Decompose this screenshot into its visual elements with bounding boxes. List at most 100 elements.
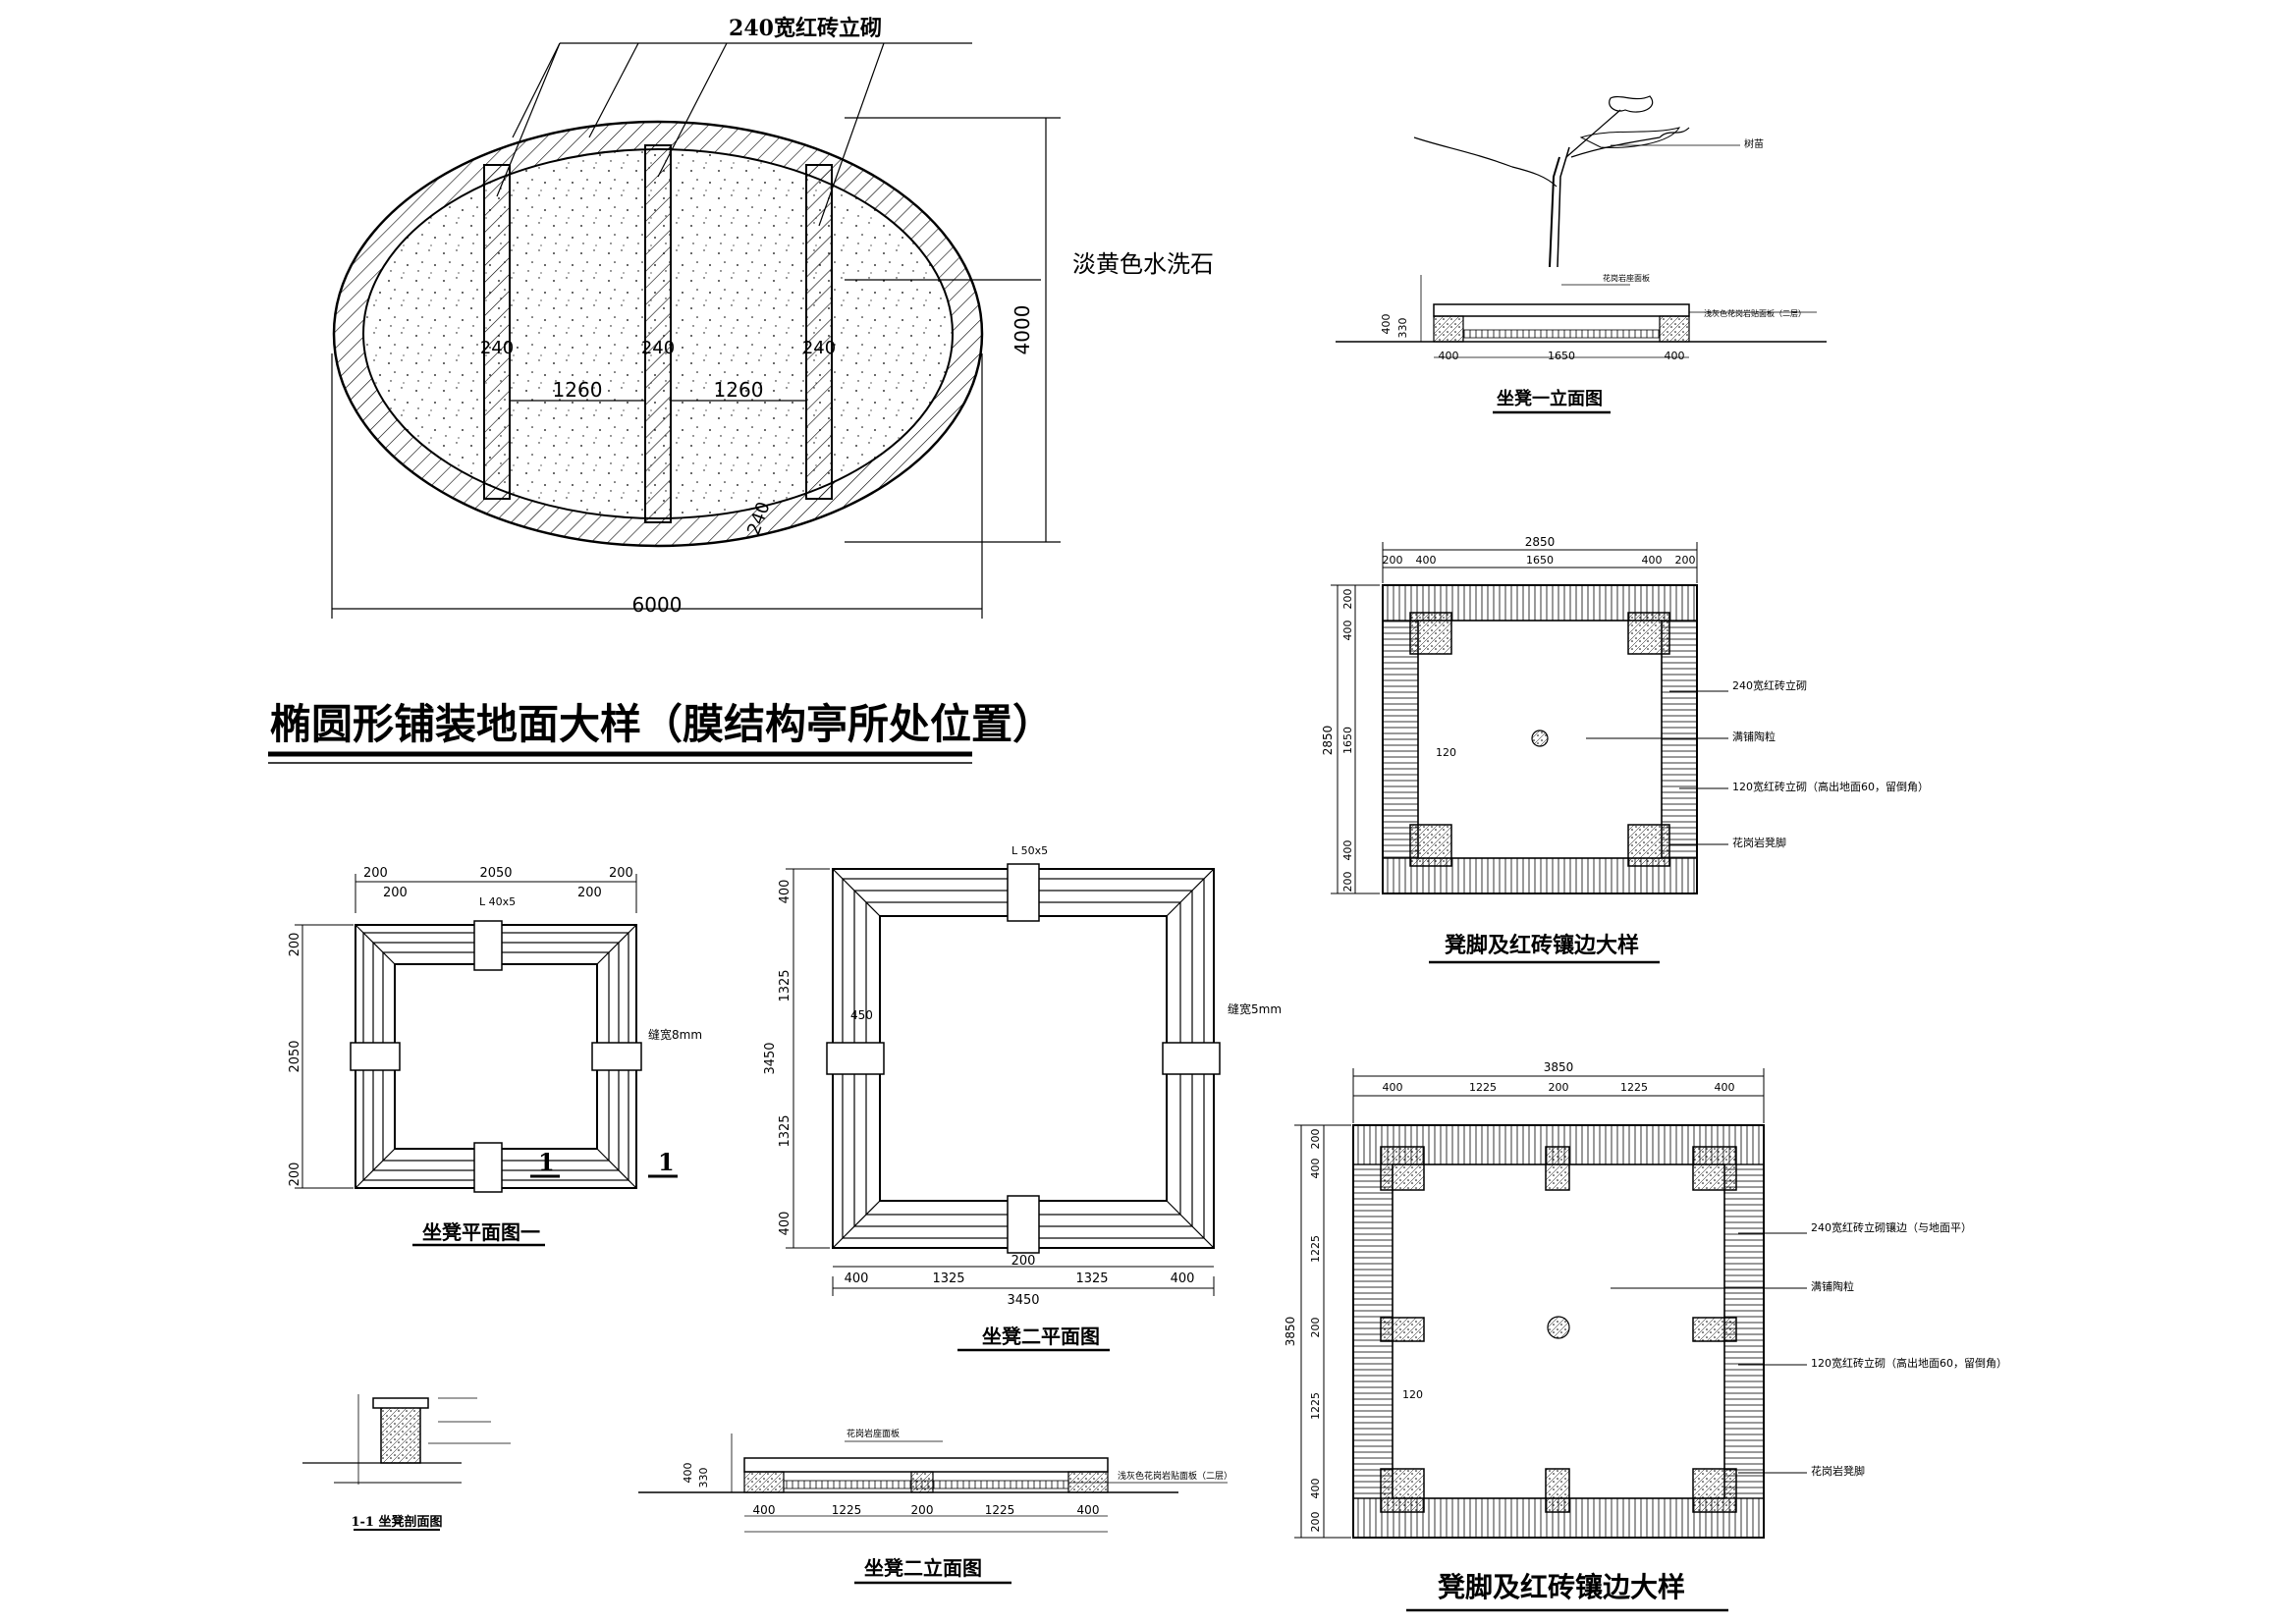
bd2-label-brick120: 120宽红砖立砌（高出地面60，留倒角） <box>1811 1356 2007 1370</box>
dim-width-6000: 6000 <box>632 593 683 617</box>
bench1-label-angle: L 40x5 <box>479 895 516 908</box>
bd2-dim-1225-l: 1225 <box>1469 1081 1497 1094</box>
brick-strip-left <box>483 164 511 500</box>
dim-height-4000: 4000 <box>1011 305 1034 355</box>
dim-strip-right: 240 <box>802 338 836 358</box>
brick-strip-center <box>644 144 672 523</box>
dim-gap-right: 1260 <box>714 378 764 402</box>
bench2-dim-center: 200 <box>1011 1254 1036 1269</box>
bench2-elev-h2: 330 <box>697 1468 710 1488</box>
dim-gap-left: 1260 <box>553 378 603 402</box>
tree-icon <box>1413 95 1690 268</box>
bench1-elev-h1: 400 <box>1380 314 1393 335</box>
bench2-elev-label-side: 浅灰色花岗岩贴面板（二层） <box>1118 1470 1232 1482</box>
bench2-dim-left-top: 400 <box>778 880 793 904</box>
bench1-elev-title: 坐凳一立面图 <box>1497 388 1603 409</box>
bd1-dim-total: 2850 <box>1525 535 1556 549</box>
bench2-elev-mid-r: 1225 <box>985 1503 1015 1517</box>
bench2-plan: 3450 400 1325 200 1325 400 400 1325 3450… <box>763 844 1282 1352</box>
ellipse-plan-title: 椭圆形铺装地面大样（膜结构亭所处位置） <box>270 700 1054 748</box>
bench1-dim-right-side: 200 <box>609 866 633 881</box>
bench1-elev-label-tree: 树苗 <box>1744 137 1764 150</box>
bench2-elev-title: 坐凳二立面图 <box>864 1556 982 1580</box>
bd2-dim-120: 120 <box>1402 1388 1423 1401</box>
bd1-label-pebble: 满铺陶粒 <box>1732 730 1776 743</box>
bench2-dim-mid-r: 1325 <box>1075 1271 1108 1286</box>
bench2-dim-mid-l: 1325 <box>932 1271 964 1286</box>
section-1-1: 1-1 坐凳剖面图 <box>302 1394 511 1531</box>
bench2-elev-label-top: 花岗岩座面板 <box>847 1428 900 1439</box>
dim-strip-left: 240 <box>480 338 514 358</box>
bd2-dim-v-200-t: 200 <box>1309 1129 1322 1150</box>
tree-pit-dot-2 <box>1547 1316 1570 1339</box>
bd2-label-brick240: 240宽红砖立砌镶边（与地面平） <box>1811 1220 1972 1234</box>
bench1-dim-height: 2050 <box>288 1040 302 1072</box>
bench1-elev-h2: 330 <box>1396 318 1409 339</box>
bd2-label-granite: 花岗岩凳脚 <box>1811 1464 1865 1478</box>
dim-strip-center: 240 <box>641 338 675 358</box>
bench1-section-mark-l: 1 <box>538 1148 555 1176</box>
bench2-dim-total: 3450 <box>1007 1293 1039 1308</box>
bench2-dim-end-r: 400 <box>1171 1271 1195 1286</box>
bench1-dim-h-top: 200 <box>288 933 302 957</box>
bd2-dim-v-200-c: 200 <box>1309 1318 1322 1338</box>
section-title: 1-1 坐凳剖面图 <box>351 1514 442 1530</box>
bd1-dim-200-r: 200 <box>1675 554 1696 567</box>
bench2-elev-end-l: 400 <box>753 1503 776 1517</box>
bd1-dim-400-r: 400 <box>1642 554 1663 567</box>
bench1-dim-h-bot: 200 <box>288 1163 302 1187</box>
tree-pit-dot-1 <box>1531 730 1549 747</box>
brick-strip-right <box>805 164 833 500</box>
bench2-elev-center: 200 <box>911 1503 934 1517</box>
bd1-title: 凳脚及红砖镶边大样 <box>1445 933 1639 958</box>
bd2-dim-v-400-t: 400 <box>1309 1159 1322 1179</box>
bench1-label-gap: 缝宽8mm <box>648 1027 702 1042</box>
bd1-dim-mid: 1650 <box>1526 554 1554 567</box>
bench1-plan: 2050 200 200 200 200 2050 200 200 L 40x5… <box>288 866 702 1247</box>
bench1-dim-inner-r: 200 <box>577 886 602 900</box>
bd2-dim-400-r: 400 <box>1715 1081 1735 1094</box>
bench1-section-mark-r: 1 <box>658 1148 675 1176</box>
bench2-elev-end-r: 400 <box>1077 1503 1100 1517</box>
bench2-label-angle: L 50x5 <box>1011 844 1048 857</box>
bd1-label-brick120: 120宽红砖立砌（高出地面60，留倒角） <box>1732 780 1929 793</box>
bench2-dim-end-l: 400 <box>845 1271 869 1286</box>
bench2-dim-left-mid2: 1325 <box>778 1114 793 1147</box>
bd2-dim-v-200-b: 200 <box>1309 1512 1322 1533</box>
ellipse-paving-plan: 240宽红砖立砌 淡黄色水洗石 6000 4000 1260 1260 240 … <box>268 16 1214 764</box>
bd1-label-granite: 花岗岩凳脚 <box>1732 836 1786 849</box>
bd2-dim-1225-r: 1225 <box>1620 1081 1648 1094</box>
bench2-label-gap: 缝宽5mm <box>1228 1001 1282 1016</box>
bench1-elev-label-side: 浅灰色花岗岩贴面板（二层） <box>1704 308 1806 318</box>
bd2-dim-400-l: 400 <box>1383 1081 1403 1094</box>
bd1-dim-200-l: 200 <box>1383 554 1403 567</box>
bd1-dim-v-400-b: 400 <box>1341 840 1354 861</box>
bench1-plan-title: 坐凳平面图一 <box>422 1220 540 1244</box>
bench2-elev-mid-l: 1225 <box>832 1503 862 1517</box>
bd1-dim-v-mid: 1650 <box>1341 727 1354 754</box>
bench2-dim-left-mid1: 1325 <box>778 969 793 1001</box>
bd1-dim-120: 120 <box>1436 746 1456 759</box>
bd2-dim-v-400-b: 400 <box>1309 1479 1322 1499</box>
bench2-elev-h1: 400 <box>682 1463 694 1484</box>
bench2-dim-left-bot: 400 <box>778 1212 793 1236</box>
bench1-elev-label-top: 花岗岩座面板 <box>1603 273 1650 283</box>
label-brick-240: 240宽红砖立砌 <box>729 16 882 41</box>
bench1-dim-left-side: 200 <box>363 866 388 881</box>
bench1-elev-end-r: 400 <box>1665 350 1685 362</box>
bd2-dim-v-total: 3850 <box>1284 1317 1297 1347</box>
bd2-dim-total: 3850 <box>1544 1060 1574 1074</box>
bench1-dim-top: 2050 <box>479 866 512 881</box>
bd2-dim-v-1225-b: 1225 <box>1309 1392 1322 1420</box>
bd2-label-pebble: 满铺陶粒 <box>1811 1279 1854 1293</box>
border-detail-1: 2850 200 400 1650 400 200 2850 1650 400 … <box>1321 535 1929 964</box>
bench2-dim-left-total: 3450 <box>763 1042 778 1074</box>
bench1-elevation: 树苗 花岗岩座面板 浅灰色花岗岩贴面板（二层） 400 1650 400 400… <box>1336 95 1827 414</box>
bd1-dim-v-total: 2850 <box>1321 726 1335 756</box>
bd1-dim-400-l: 400 <box>1416 554 1437 567</box>
bench2-elevation: 400 1225 200 1225 400 400 330 花岗岩座面板 浅灰色… <box>638 1428 1232 1585</box>
bd1-label-brick240: 240宽红砖立砌 <box>1732 678 1807 692</box>
bd2-dim-v-1225-t: 1225 <box>1309 1235 1322 1263</box>
bench1-elev-end-l: 400 <box>1439 350 1459 362</box>
